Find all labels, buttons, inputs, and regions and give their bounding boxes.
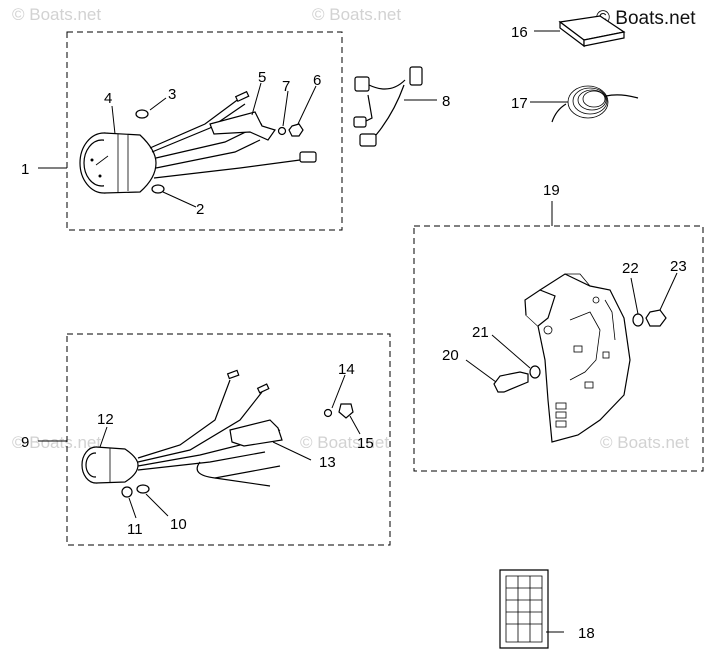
callout-6: 6 bbox=[313, 72, 321, 89]
callout-23: 23 bbox=[670, 258, 687, 275]
callout-14: 14 bbox=[338, 361, 355, 378]
callout-15: 15 bbox=[357, 435, 374, 452]
leader-lines bbox=[38, 30, 678, 633]
mount-bracket-19 bbox=[493, 273, 667, 443]
callout-18: 18 bbox=[578, 625, 595, 642]
watermark-top-right: © Boats.net bbox=[596, 8, 696, 29]
callout-9: 9 bbox=[21, 434, 29, 451]
callout-5: 5 bbox=[258, 69, 266, 86]
callout-21: 21 bbox=[472, 324, 489, 341]
callout-labels: 1 2 3 4 5 6 7 8 9 10 11 12 13 14 15 16 1… bbox=[21, 24, 687, 642]
callout-3: 3 bbox=[168, 86, 176, 103]
callout-4: 4 bbox=[104, 90, 112, 107]
callout-12: 12 bbox=[97, 411, 114, 428]
wire-harness-8 bbox=[353, 66, 423, 147]
watermark-mid-left: © Boats.net bbox=[12, 433, 101, 452]
callout-20: 20 bbox=[442, 347, 459, 364]
callout-7: 7 bbox=[282, 78, 290, 95]
decal-18 bbox=[499, 569, 549, 649]
watermark-mid-right: © Boats.net bbox=[600, 433, 689, 452]
gauge-assembly-1 bbox=[79, 90, 317, 194]
watermark-top-mid: © Boats.net bbox=[312, 5, 401, 24]
group-19-boundary bbox=[413, 225, 704, 472]
group-1-boundary bbox=[66, 31, 343, 231]
gauge-assembly-9 bbox=[81, 369, 354, 498]
callout-10: 10 bbox=[170, 516, 187, 533]
callout-11: 11 bbox=[127, 521, 143, 538]
callout-13: 13 bbox=[319, 454, 336, 471]
callout-22: 22 bbox=[622, 260, 639, 277]
callout-17: 17 bbox=[511, 95, 528, 112]
watermark-mid-center: © Boats.net bbox=[300, 433, 389, 452]
coil-17 bbox=[551, 85, 639, 123]
group-9-boundary bbox=[66, 333, 391, 546]
callout-1: 1 bbox=[21, 161, 29, 178]
callout-8: 8 bbox=[442, 93, 450, 110]
callout-19: 19 bbox=[543, 182, 560, 199]
watermark-top-left: © Boats.net bbox=[12, 5, 101, 24]
pad-16 bbox=[558, 15, 626, 48]
callout-16: 16 bbox=[511, 24, 528, 41]
callout-2: 2 bbox=[196, 201, 204, 218]
